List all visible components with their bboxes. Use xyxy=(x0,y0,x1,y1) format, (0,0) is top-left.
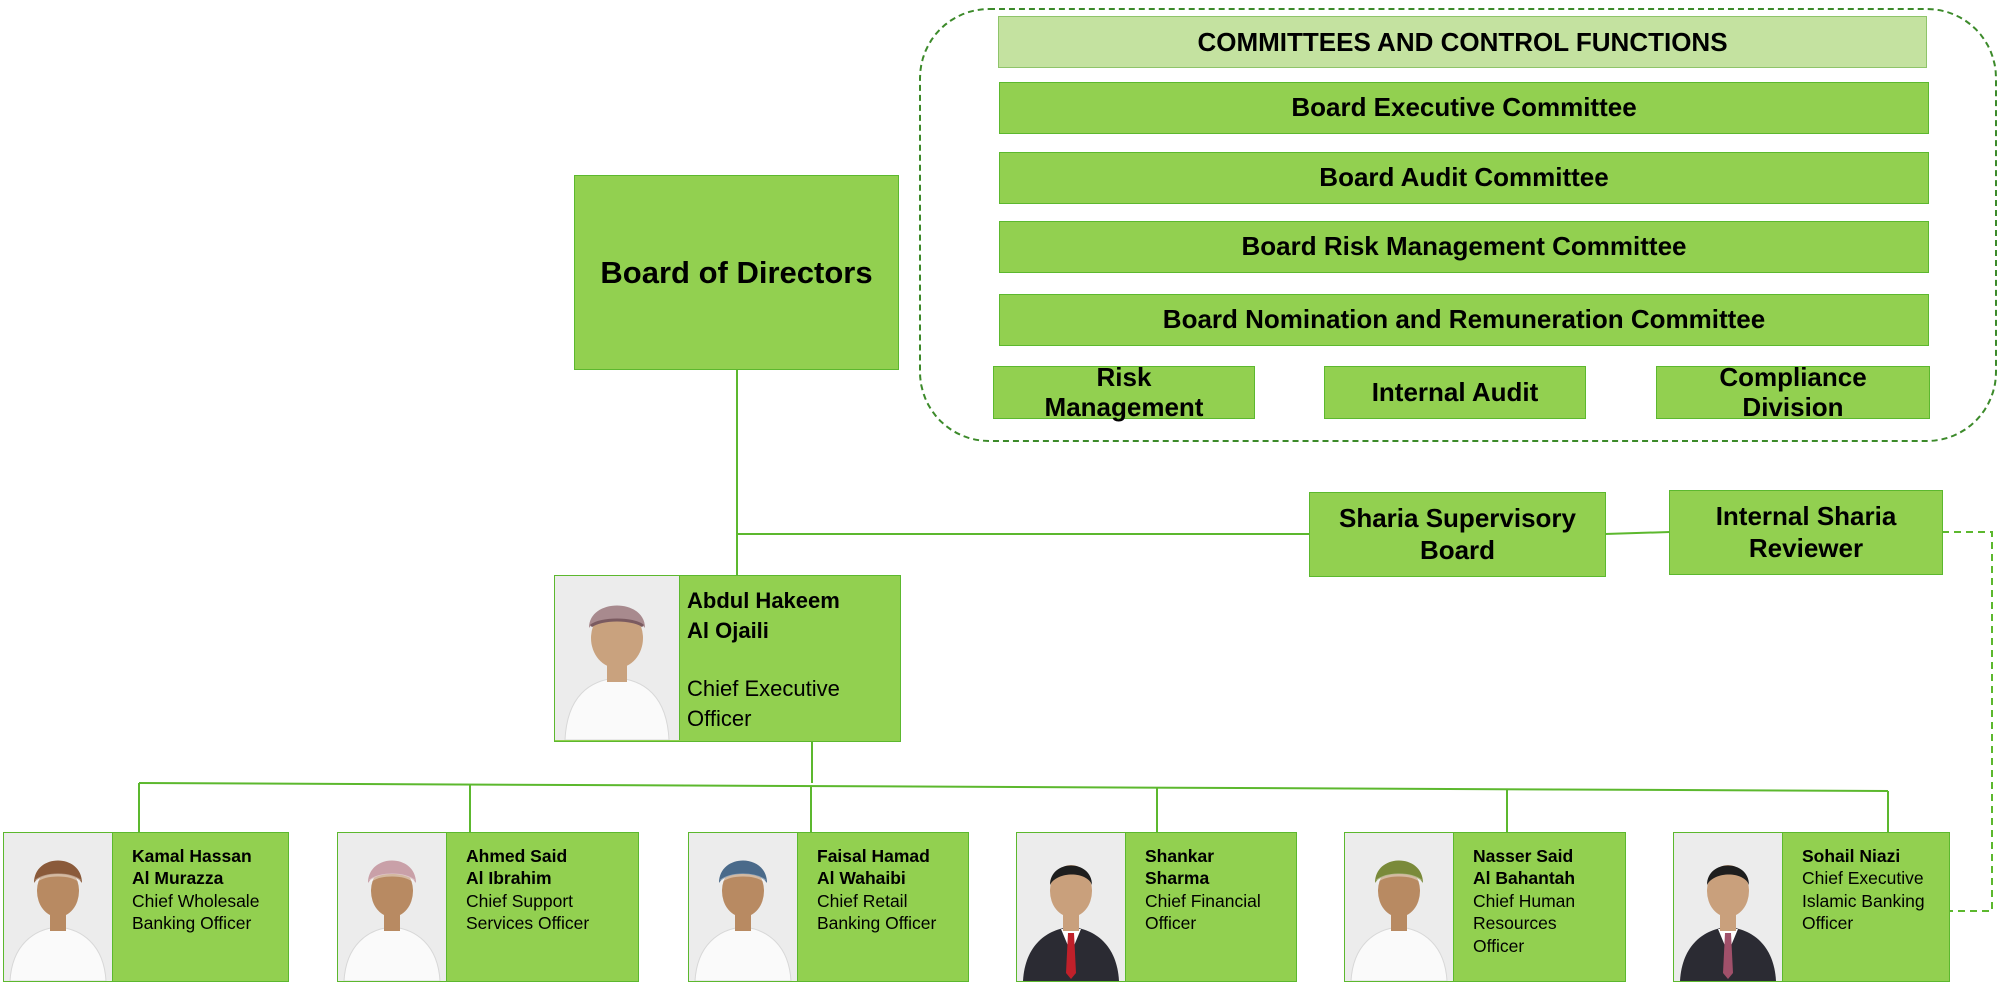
executive-name: Al Wahaibi xyxy=(817,868,906,889)
portrait-icon xyxy=(689,833,797,981)
executive-title: Officer xyxy=(1802,913,1854,934)
ceo-title: Chief Executive Officer xyxy=(687,674,840,733)
executive-photo xyxy=(1345,833,1454,981)
board-of-directors-box: Board of Directors xyxy=(574,175,899,370)
sharia-board-label: Board xyxy=(1419,534,1496,565)
ceo-name: Abdul Hakeem Al Ojaili xyxy=(687,586,840,645)
ceo-title-line: Officer xyxy=(687,705,752,731)
committee-box-risk: Board Risk Management Committee xyxy=(999,221,1929,273)
control-function-label: Division xyxy=(1742,391,1844,422)
portrait-icon xyxy=(4,833,112,981)
sharia-reviewer-label: Reviewer xyxy=(1748,532,1864,563)
executive-title: Services Officer xyxy=(466,913,590,934)
executive-photo xyxy=(338,833,447,981)
executives-bus-connector xyxy=(138,782,1889,792)
executive-photo xyxy=(689,833,798,981)
executive-photo xyxy=(4,833,113,981)
portrait-icon xyxy=(555,576,679,740)
executive-title: Officer xyxy=(1473,935,1525,956)
executive-title: Chief Executive xyxy=(1802,868,1924,889)
portrait-icon xyxy=(1345,833,1453,981)
executive-title: Islamic Banking xyxy=(1802,890,1925,911)
sharia-board-label: Sharia Supervisory xyxy=(1339,503,1576,534)
executive-photo xyxy=(1017,833,1126,981)
executive-name: Al Ibrahim xyxy=(466,868,552,889)
ceo-card: Abdul Hakeem Al Ojaili Chief Executive O… xyxy=(554,575,901,742)
portrait-icon xyxy=(338,833,446,981)
committees-header: COMMITTEES AND CONTROL FUNCTIONS xyxy=(998,16,1927,68)
executive-name: Sohail Niazi xyxy=(1802,846,1901,866)
executive-name: Al Murazza xyxy=(132,868,224,889)
control-function-label: Compliance xyxy=(1719,361,1867,392)
ceo-name-line: Al Ojaili xyxy=(687,617,769,643)
portrait-icon xyxy=(1017,833,1125,981)
executive-title: Chief Support xyxy=(466,890,574,911)
control-function-risk-management: Risk Management xyxy=(993,361,1255,421)
executive-photo xyxy=(1674,833,1783,981)
executive-title: Resources xyxy=(1473,913,1557,934)
committee-box-executive: Board Executive Committee xyxy=(999,82,1929,134)
executive-title: Banking Officer xyxy=(817,913,937,934)
executive-title: Chief Wholesale xyxy=(132,890,260,911)
executive-name: Al Bahantah xyxy=(1473,868,1576,889)
executive-title: Officer xyxy=(1145,913,1197,934)
ceo-title-line: Chief Executive xyxy=(687,676,840,701)
executive-title: Chief Financial xyxy=(1145,890,1261,911)
reviewer-to-islamic-banking-dashed-connector xyxy=(1942,531,1993,912)
executive-name: Faisal Hamad xyxy=(817,846,930,866)
ceo-photo xyxy=(555,576,680,740)
sharia-board-to-reviewer-connector xyxy=(1604,531,1671,535)
control-function-internal-audit: Internal Audit xyxy=(1324,366,1586,419)
executive-name: Ahmed Said xyxy=(466,846,568,866)
committee-box-audit: Board Audit Committee xyxy=(999,152,1929,204)
executive-title: Chief Retail xyxy=(817,890,908,911)
committee-box-nomination: Board Nomination and Remuneration Commit… xyxy=(999,294,1929,346)
executive-name: Kamal Hassan xyxy=(132,846,252,866)
executive-title: Chief Human xyxy=(1473,890,1576,911)
control-function-label: Risk xyxy=(1096,361,1152,392)
control-function-label: Management xyxy=(1044,391,1204,422)
executive-name: Nasser Said xyxy=(1473,846,1574,866)
control-function-compliance: Compliance Division xyxy=(1656,361,1930,421)
executive-name: Shankar xyxy=(1145,846,1215,866)
sharia-reviewer-label: Internal Sharia xyxy=(1715,501,1897,532)
committees-panel xyxy=(919,8,1997,442)
executive-title: Banking Officer xyxy=(132,913,252,934)
internal-sharia-reviewer-box: Internal Sharia Reviewer xyxy=(1669,490,1943,575)
ceo-name-line: Abdul Hakeem xyxy=(687,588,840,613)
sharia-supervisory-board-box: Sharia Supervisory Board xyxy=(1309,492,1606,577)
executive-name: Sharma xyxy=(1145,868,1210,889)
portrait-icon xyxy=(1674,833,1782,981)
control-function-label: Internal Audit xyxy=(1371,376,1539,407)
